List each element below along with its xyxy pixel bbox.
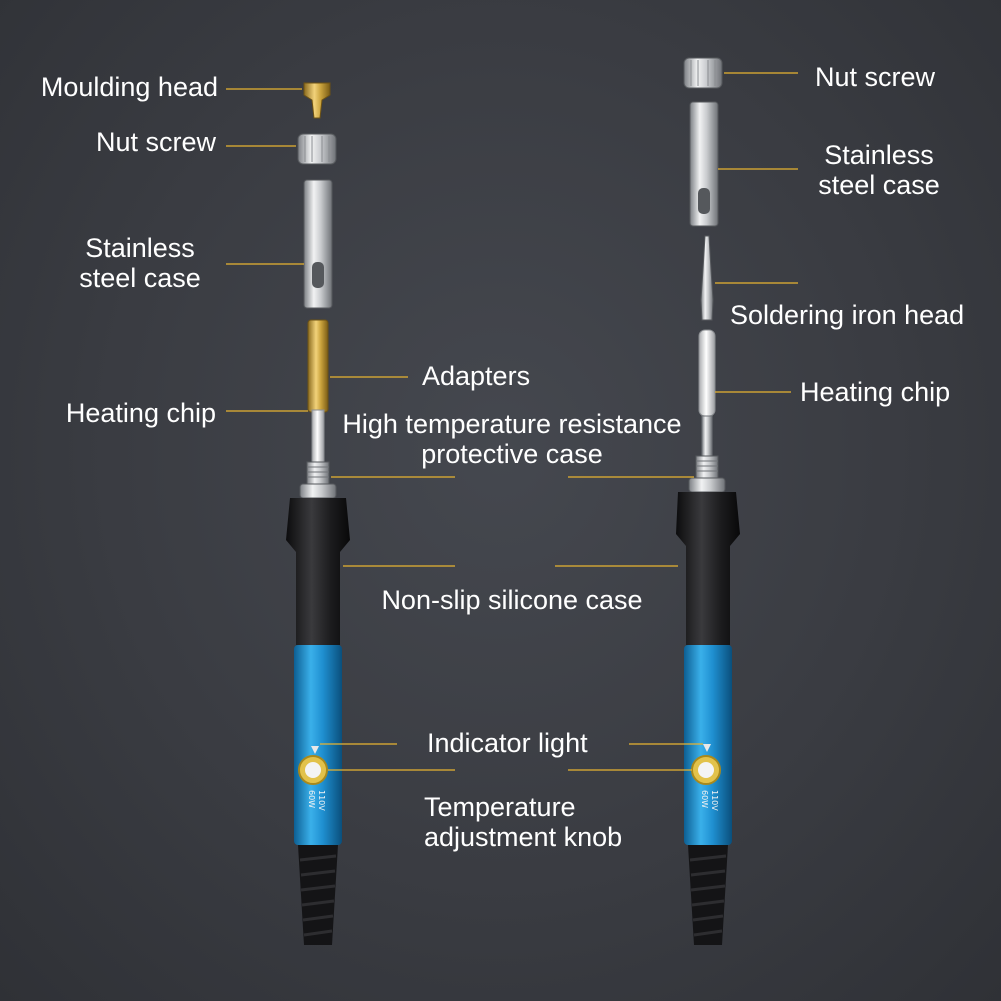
label-high-temp-line1: High temperature resistance — [342, 409, 682, 439]
label-adapters: Adapters — [422, 361, 531, 391]
label-high-temp-case: High temperature resistance protective c… — [330, 409, 694, 469]
label-nut-screw-left: Nut screw — [95, 127, 216, 157]
label-soldering-iron-head: Soldering iron head — [730, 300, 965, 330]
stainless-case-left-part — [303, 179, 333, 309]
iron-voltage-right: 110V — [710, 790, 719, 811]
nut-screw-right-part — [683, 57, 723, 89]
label-indicator-light: Indicator light — [427, 728, 588, 758]
threaded-neck-right — [688, 455, 726, 493]
label-stainless-case-right: Stainless steel case — [796, 140, 962, 200]
label-stainless-case-left: Stainless steel case — [60, 233, 220, 293]
soldering-head-part — [700, 235, 714, 321]
stainless-case-right-part — [689, 101, 719, 227]
label-stainless-right-line2: steel case — [818, 170, 940, 200]
nut-screw-left-part — [297, 133, 337, 165]
blue-handle-left: 110V 60W — [294, 645, 342, 845]
iron-wattage-right: 60W — [700, 790, 709, 808]
iron-wattage-left: 60W — [307, 790, 316, 808]
adapter-part — [307, 319, 329, 413]
label-non-slip-case: Non-slip silicone case — [381, 585, 643, 615]
heating-chip-right-part — [698, 329, 716, 457]
label-nut-screw-right: Nut screw — [815, 62, 936, 92]
label-heating-chip-left: Heating chip — [65, 398, 216, 428]
blue-handle-right: 110V 60W — [684, 645, 732, 845]
label-temp-knob-line2: adjustment knob — [424, 822, 623, 852]
right-iron: 110V 60W — [676, 57, 740, 945]
label-temp-knob-line1: Temperature — [424, 792, 576, 822]
strain-relief-left — [298, 845, 338, 945]
leader-lines — [226, 72, 798, 771]
label-high-temp-line2: protective case — [421, 439, 603, 469]
label-temperature-knob: Temperature adjustment knob — [424, 792, 622, 852]
threaded-neck-left — [299, 461, 337, 499]
heating-chip-left-part — [311, 409, 325, 463]
label-stainless-right-line1: Stainless — [824, 140, 934, 170]
moulding-head-part — [303, 82, 331, 119]
silicone-grip-left — [286, 498, 350, 645]
label-heating-chip-right: Heating chip — [800, 377, 951, 407]
label-stainless-left-line1: Stainless — [85, 233, 195, 263]
label-moulding-head: Moulding head — [40, 72, 218, 102]
label-stainless-left-line2: steel case — [79, 263, 201, 293]
silicone-grip-right — [676, 492, 740, 645]
strain-relief-right — [688, 845, 728, 945]
left-iron: 110V 60W — [286, 82, 350, 945]
iron-voltage-left: 110V — [317, 790, 326, 811]
